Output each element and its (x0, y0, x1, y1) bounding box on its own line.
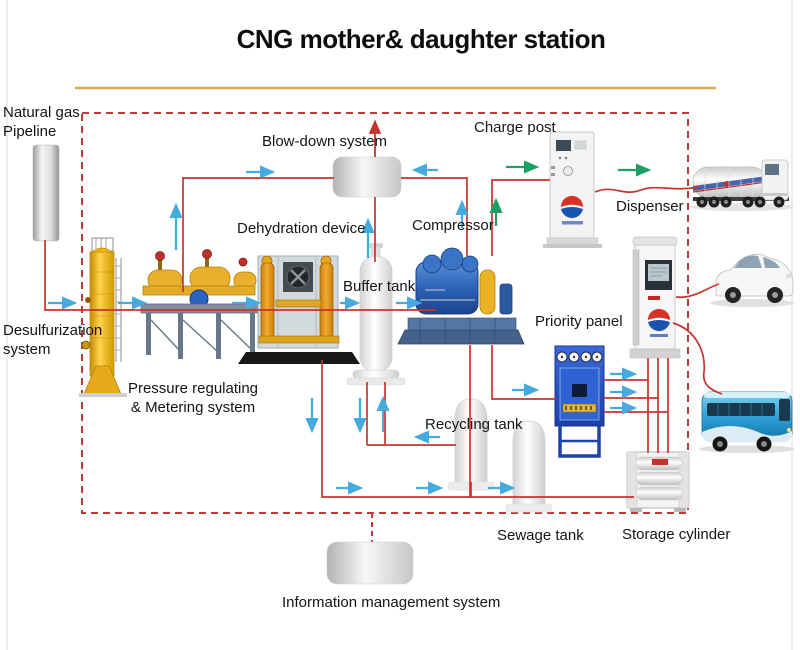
tanker-truck-graphic (690, 159, 794, 211)
buffer-tank-graphic (346, 243, 406, 386)
storage-cylinder-rack (626, 451, 690, 512)
label-dehydration-device: Dehydration device (237, 220, 366, 237)
blow-down-box (332, 156, 402, 198)
label-dispenser: Dispenser (616, 198, 684, 215)
flow-arrows-blue (48, 163, 638, 495)
label-natural-gas-pipeline: Natural gas Pipeline (3, 104, 80, 141)
page-edge-left (6, 0, 8, 650)
flow-lines-red (44, 177, 723, 498)
desulfurization-tower-graphic (79, 237, 127, 397)
station-boundary-dashed (81, 112, 689, 514)
pressure-regulating-skid-graphic (140, 249, 260, 359)
sewage-tank-graphic (505, 420, 553, 513)
label-pressure-regulating: Pressure regulating & Metering system (127, 380, 259, 417)
charge-post-cabinet (543, 131, 602, 248)
label-sewage-tank: Sewage tank (497, 527, 584, 544)
information-management-box (326, 541, 414, 585)
car-graphic (710, 253, 794, 307)
flow-arrows-green (489, 160, 652, 226)
label-buffer-tank: Buffer tank (343, 278, 416, 295)
pipeline-graphic (32, 144, 60, 242)
label-information-management-system: Information management system (282, 594, 501, 611)
label-storage-cylinder: Storage cylinder (622, 526, 731, 543)
label-priority-panel: Priority panel (535, 313, 623, 330)
priority-panel-cabinet (554, 345, 605, 458)
dispenser-cabinet (629, 236, 681, 359)
label-blow-down-system: Blow-down system (262, 133, 388, 150)
label-recycling-tank: Recycling tank (425, 416, 523, 433)
label-compressor: Compressor (412, 217, 494, 234)
page-title: CNG mother& daughter station (236, 24, 606, 54)
compressor-graphic (397, 247, 525, 345)
bus-graphic (699, 391, 795, 453)
label-desulfurization-system: Desulfurization system (3, 322, 103, 359)
dehydration-device-graphic (238, 255, 360, 364)
label-charge-post: Charge post (474, 119, 556, 136)
page-edge-right (791, 0, 793, 650)
